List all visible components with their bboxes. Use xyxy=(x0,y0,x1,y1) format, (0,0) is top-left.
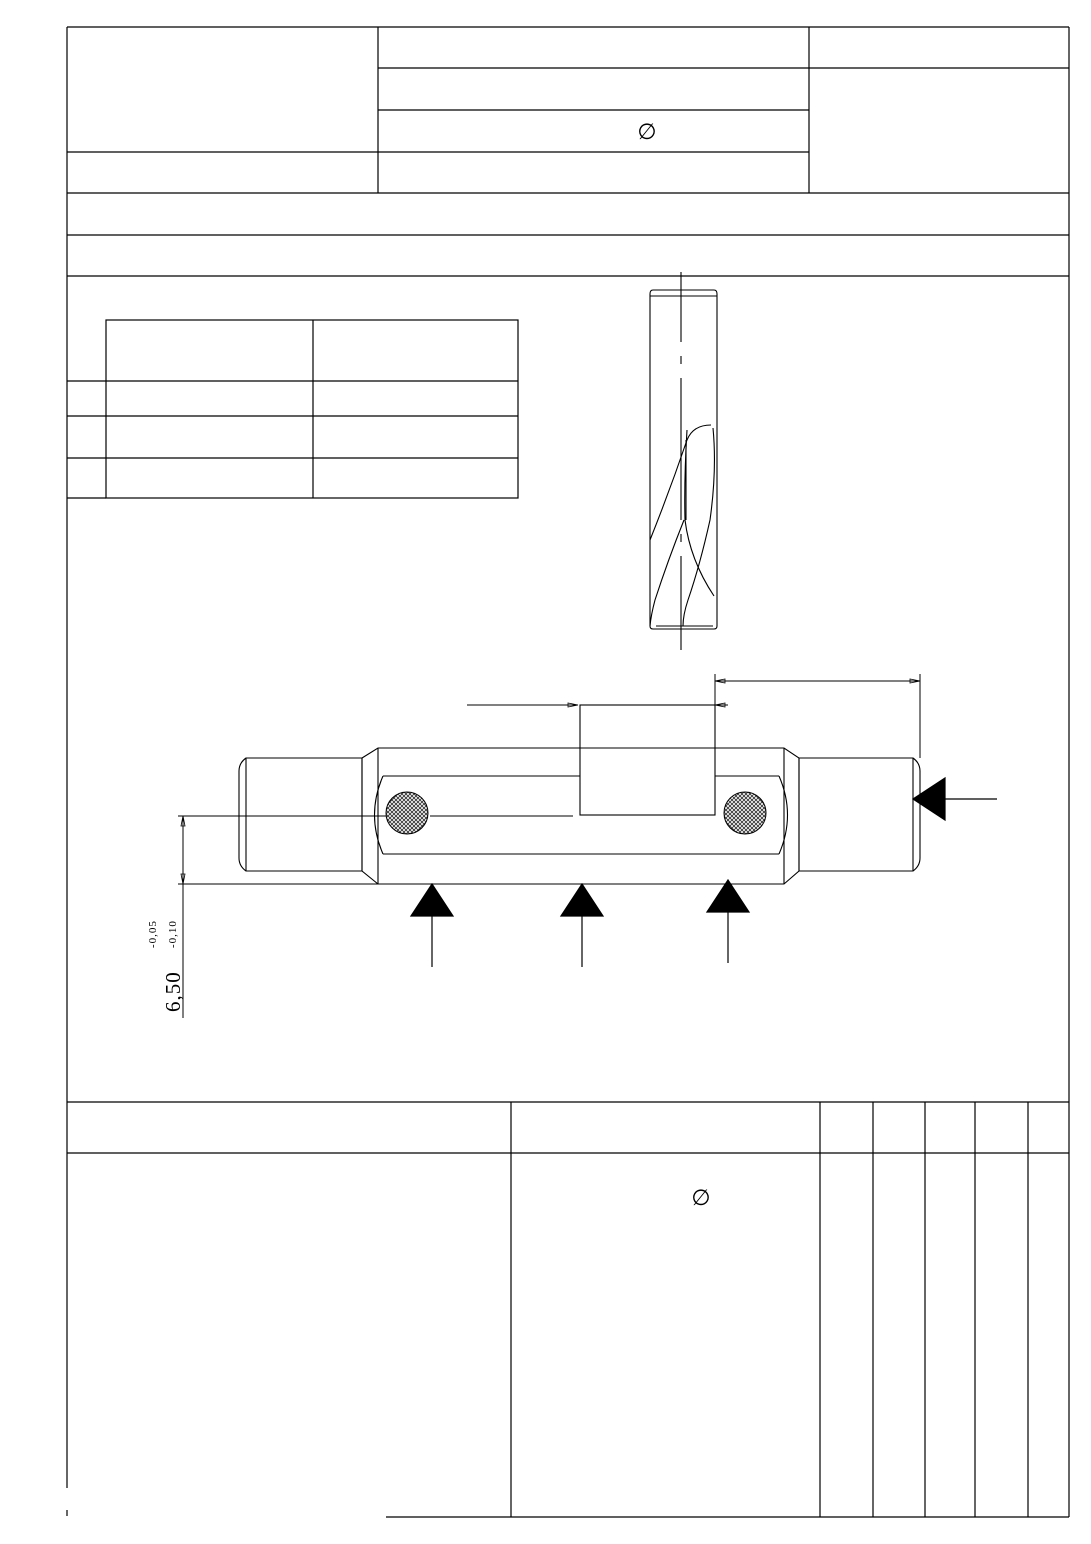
clamp-point-left xyxy=(385,791,429,835)
operation-table xyxy=(67,1101,1069,1517)
dimension-lines xyxy=(178,674,921,1018)
workpiece-drawing xyxy=(238,704,921,885)
dimension-arrowheads xyxy=(180,678,921,885)
support-arrow-2 xyxy=(559,882,605,967)
height-dimension-label: 6,50 -0,05 -0,10 xyxy=(147,920,185,1012)
drill-bit-drawing xyxy=(649,272,718,650)
sheet-frame xyxy=(66,26,1070,1518)
height-dimension-upper-deviation: -0,05 xyxy=(147,920,159,948)
title-diameter-symbol: ∅ xyxy=(637,120,656,145)
support-arrow-3 xyxy=(705,878,751,963)
title-block xyxy=(67,27,1069,277)
height-dimension-lower-deviation: -0,10 xyxy=(167,920,179,948)
support-arrow-1 xyxy=(409,882,455,967)
parameter-table xyxy=(67,319,519,499)
support-arrows xyxy=(409,776,997,967)
axial-stop-arrow xyxy=(911,776,997,822)
operation-diameter-symbol: ∅ xyxy=(691,1186,710,1211)
height-dimension-nominal: 6,50 xyxy=(161,971,185,1012)
clamp-point-right xyxy=(723,791,767,835)
